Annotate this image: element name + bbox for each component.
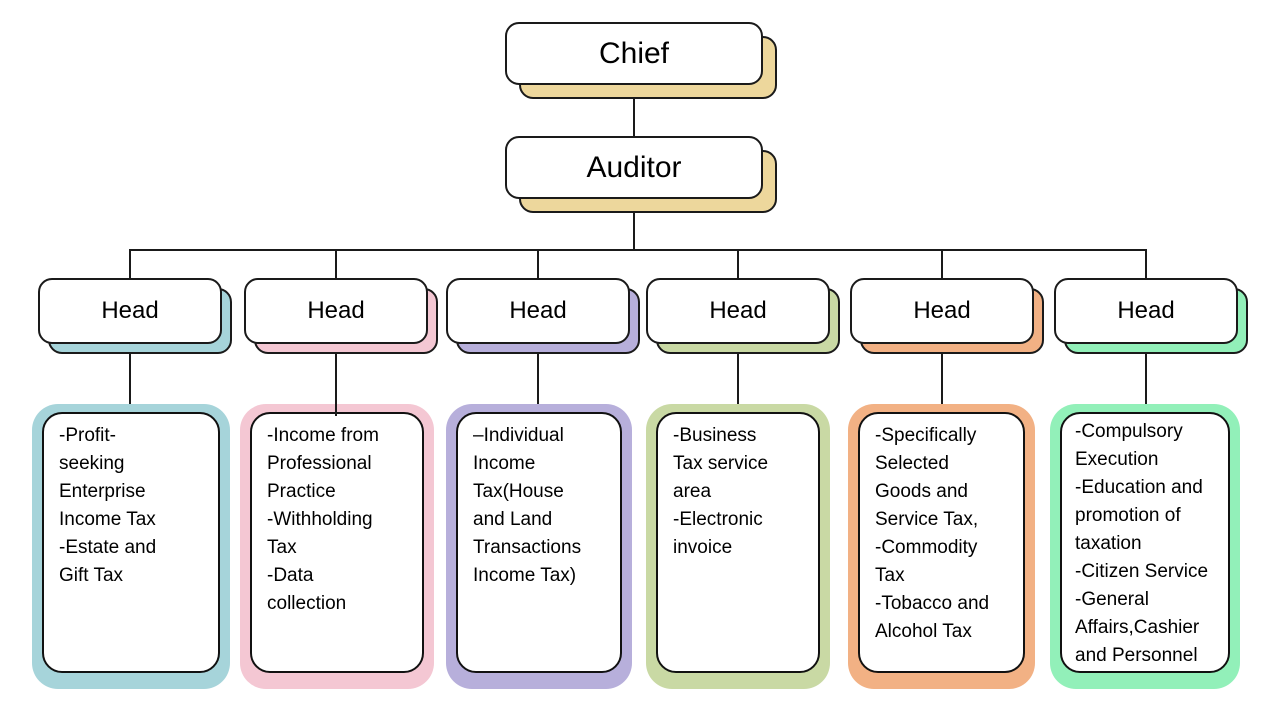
connector-head-detail-1 bbox=[129, 354, 131, 406]
detail-box-4: -Business Tax service area -Electronic i… bbox=[646, 404, 830, 689]
connector-head-detail-2 bbox=[335, 354, 337, 416]
connector-auditor-bus bbox=[633, 195, 635, 251]
head-label-6: Head bbox=[1117, 297, 1175, 324]
head-box-5: Head bbox=[850, 278, 1034, 344]
auditor-box: Auditor bbox=[505, 136, 763, 199]
head-box-6: Head bbox=[1054, 278, 1238, 344]
head-box-2: Head bbox=[244, 278, 428, 344]
detail-box-5: -Specifically Selected Goods and Service… bbox=[848, 404, 1035, 689]
connector-bus-head-2 bbox=[335, 249, 337, 283]
head-box-4: Head bbox=[646, 278, 830, 344]
detail-text-1: -Profit- seeking Enterprise Income Tax -… bbox=[42, 412, 220, 673]
connector-head-detail-6 bbox=[1145, 354, 1147, 406]
head-box-1: Head bbox=[38, 278, 222, 344]
connector-bus bbox=[129, 249, 1147, 251]
connector-chief-auditor bbox=[633, 80, 635, 142]
connector-bus-head-6 bbox=[1145, 249, 1147, 283]
connector-bus-head-4 bbox=[737, 249, 739, 283]
connector-head-detail-3 bbox=[537, 354, 539, 406]
detail-text-3: –Individual Income Tax(House and Land Tr… bbox=[456, 412, 622, 673]
connector-head-detail-4 bbox=[737, 354, 739, 406]
head-label-4: Head bbox=[709, 297, 767, 324]
connector-head-detail-5 bbox=[941, 354, 943, 406]
head-label-3: Head bbox=[509, 297, 567, 324]
head-label-2: Head bbox=[307, 297, 365, 324]
head-label-1: Head bbox=[101, 297, 159, 324]
chief-label: Chief bbox=[598, 36, 670, 70]
detail-box-2: -Income from Professional Practice -With… bbox=[240, 404, 434, 689]
detail-box-3: –Individual Income Tax(House and Land Tr… bbox=[446, 404, 632, 689]
connector-bus-head-5 bbox=[941, 249, 943, 283]
detail-text-4: -Business Tax service area -Electronic i… bbox=[656, 412, 820, 673]
detail-box-1: -Profit- seeking Enterprise Income Tax -… bbox=[32, 404, 230, 689]
head-label-5: Head bbox=[913, 297, 971, 324]
detail-text-2: -Income from Professional Practice -With… bbox=[250, 412, 424, 673]
detail-text-5: -Specifically Selected Goods and Service… bbox=[858, 412, 1025, 673]
connector-bus-head-1 bbox=[129, 249, 131, 283]
connector-bus-head-3 bbox=[537, 249, 539, 283]
chief-box: Chief bbox=[505, 22, 763, 85]
auditor-label: Auditor bbox=[586, 150, 682, 184]
detail-text-6: -Compulsory Execution -Education and pro… bbox=[1060, 412, 1230, 673]
detail-box-6: -Compulsory Execution -Education and pro… bbox=[1050, 404, 1240, 689]
head-box-3: Head bbox=[446, 278, 630, 344]
